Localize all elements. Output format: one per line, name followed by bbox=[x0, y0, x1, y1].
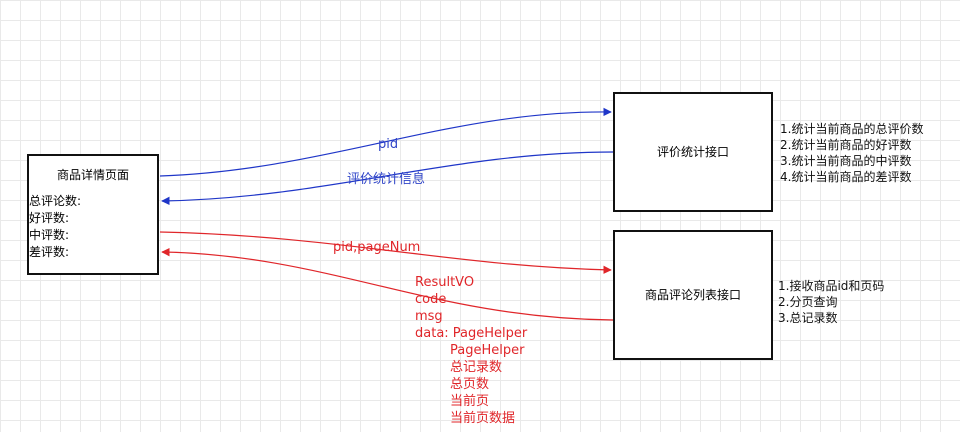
result-line: ResultVO bbox=[415, 275, 475, 290]
list-api-node: 商品评论列表接口 bbox=[613, 230, 773, 360]
list-api-note: 1.接收商品id和页码 2.分页查询 3.总记录数 bbox=[778, 278, 884, 326]
stats-api-node: 评价统计接口 bbox=[613, 92, 773, 212]
detail-page-fields: 总评论数: 好评数: 中评数: 差评数: bbox=[29, 193, 81, 261]
list-note-line: 1.接收商品id和页码 bbox=[778, 279, 885, 293]
edge-pid-arrow bbox=[159, 107, 612, 177]
medium-review-count-label: 中评数: bbox=[29, 228, 70, 242]
edge-label-pid: pid bbox=[378, 137, 399, 152]
result-sub-line: 总页数 bbox=[450, 377, 490, 392]
edge-result-arrow bbox=[161, 247, 614, 321]
stats-note-line: 3.统计当前商品的中评数 bbox=[780, 154, 912, 168]
result-sub-line: PageHelper bbox=[450, 343, 525, 358]
result-line: msg bbox=[415, 309, 443, 324]
stats-note-line: 2.统计当前商品的好评数 bbox=[780, 138, 912, 152]
edge-label-stats-info: 评价统计信息 bbox=[347, 172, 426, 187]
bad-review-count-label: 差评数: bbox=[29, 245, 70, 259]
edge-pid-pagenum-arrow bbox=[159, 231, 612, 275]
result-sub-line: 当前页 bbox=[450, 394, 490, 409]
edge-label-result: ResultVO code msg data: PageHelper PageH… bbox=[415, 274, 527, 427]
total-review-count-label: 总评论数: bbox=[29, 194, 82, 208]
good-review-count-label: 好评数: bbox=[29, 211, 70, 225]
edge-label-pid-pagenum: pid,pageNum bbox=[333, 240, 421, 255]
stats-note-line: 4.统计当前商品的差评数 bbox=[780, 170, 912, 184]
list-api-title: 商品评论列表接口 bbox=[644, 288, 741, 302]
list-note-line: 2.分页查询 bbox=[778, 295, 838, 309]
stats-note-line: 1.统计当前商品的总评价数 bbox=[780, 122, 924, 136]
result-sub-line: 当前页数据 bbox=[450, 411, 516, 426]
detail-page-node: 商品详情页面 总评论数: 好评数: 中评数: 差评数: bbox=[27, 154, 159, 275]
result-sub-line: 总记录数 bbox=[450, 360, 503, 375]
result-line: code bbox=[415, 292, 447, 307]
detail-page-title: 商品详情页面 bbox=[56, 168, 129, 182]
result-line: data: PageHelper bbox=[415, 326, 528, 341]
stats-api-title: 评价统计接口 bbox=[656, 145, 729, 159]
list-note-line: 3.总记录数 bbox=[778, 311, 838, 325]
stats-api-note: 1.统计当前商品的总评价数 2.统计当前商品的好评数 3.统计当前商品的中评数 … bbox=[780, 121, 923, 185]
edge-stats-info-arrow bbox=[161, 151, 614, 206]
